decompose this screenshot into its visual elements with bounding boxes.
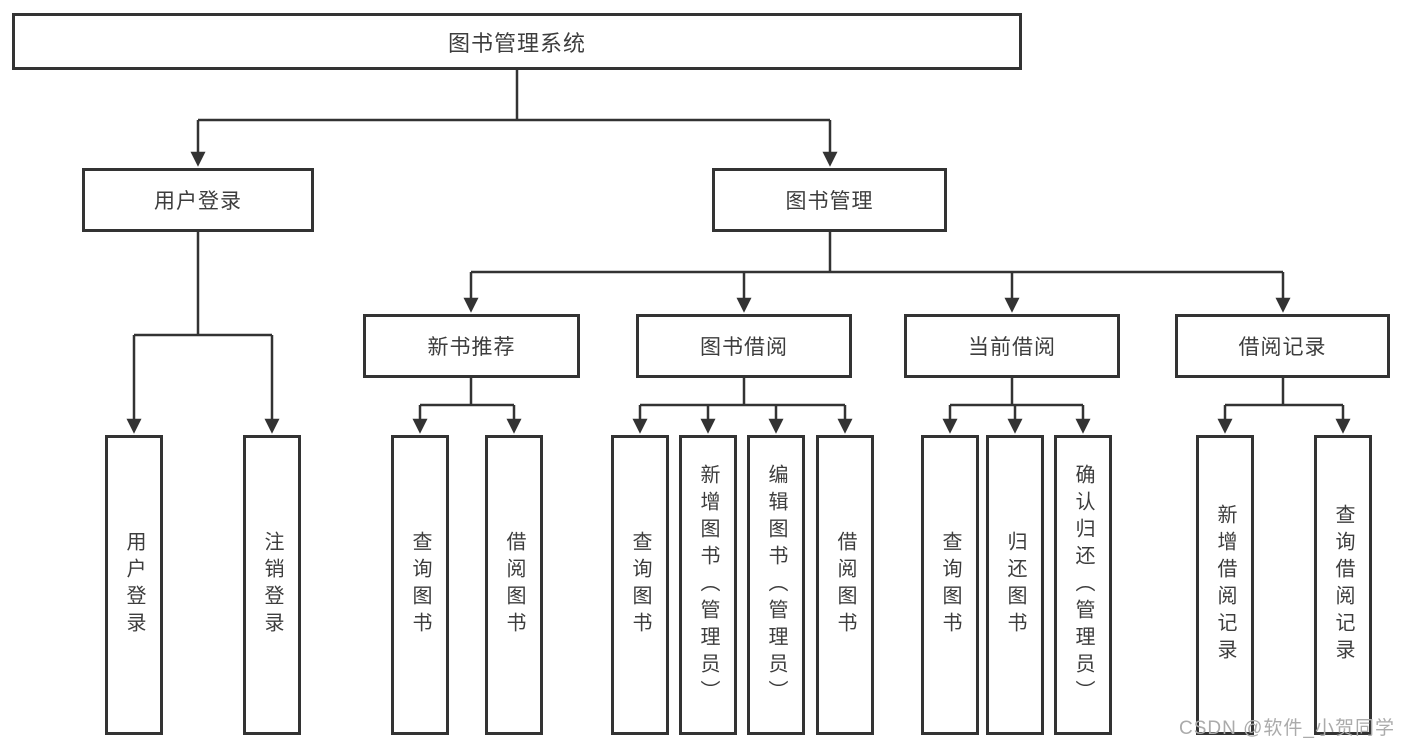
csdn-watermark: CSDN @软件_小贺同学 <box>1179 718 1395 739</box>
node-current-borrow-label: 当前借阅 <box>968 336 1056 359</box>
leaf-bb-borrow-books: 借阅图书 <box>816 435 874 735</box>
leaf-bb-edit-books-admin-label: 编辑图书（管理员） <box>765 463 787 707</box>
leaf-logout-label: 注销登录 <box>261 531 283 639</box>
leaf-logout: 注销登录 <box>243 435 301 735</box>
node-borrow-records-label: 借阅记录 <box>1238 336 1327 359</box>
node-borrow-records: 借阅记录 <box>1175 314 1390 378</box>
node-new-book-recommend-label: 新书推荐 <box>427 336 516 359</box>
node-current-borrow: 当前借阅 <box>904 314 1120 378</box>
leaf-nb-query-books-label: 查询图书 <box>409 531 431 639</box>
node-root-label: 图书管理系统 <box>447 30 586 56</box>
leaf-br-query-record-label: 查询借阅记录 <box>1332 504 1354 666</box>
leaf-cb-query-books: 查询图书 <box>921 435 979 735</box>
node-root: 图书管理系统 <box>12 13 1022 70</box>
leaf-cb-query-books-label: 查询图书 <box>939 531 961 639</box>
leaf-bb-add-books-admin: 新增图书（管理员） <box>679 435 737 735</box>
leaf-bb-query-books-label: 查询图书 <box>629 531 651 639</box>
leaf-br-query-record: 查询借阅记录 <box>1314 435 1372 735</box>
leaf-bb-add-books-admin-label: 新增图书（管理员） <box>697 463 719 707</box>
leaf-nb-query-books: 查询图书 <box>391 435 449 735</box>
node-new-book-recommend: 新书推荐 <box>363 314 580 378</box>
node-book-borrow-label: 图书借阅 <box>700 336 788 359</box>
leaf-nb-borrow-books: 借阅图书 <box>485 435 543 735</box>
leaf-br-add-record-label: 新增借阅记录 <box>1214 504 1236 666</box>
node-user-login: 用户登录 <box>82 168 314 232</box>
leaf-user-login-label: 用户登录 <box>123 531 145 639</box>
node-book-mgmt-label: 图书管理 <box>785 190 874 213</box>
leaf-user-login: 用户登录 <box>105 435 163 735</box>
node-book-borrow: 图书借阅 <box>636 314 852 378</box>
leaf-bb-query-books: 查询图书 <box>611 435 669 735</box>
leaf-bb-borrow-books-label: 借阅图书 <box>834 531 856 639</box>
node-book-mgmt: 图书管理 <box>712 168 947 232</box>
leaf-br-add-record: 新增借阅记录 <box>1196 435 1254 735</box>
leaf-cb-confirm-return-admin-label: 确认归还（管理员） <box>1072 463 1094 707</box>
leaf-bb-edit-books-admin: 编辑图书（管理员） <box>747 435 805 735</box>
leaf-nb-borrow-books-label: 借阅图书 <box>503 531 525 639</box>
leaf-cb-return-books-label: 归还图书 <box>1004 531 1026 639</box>
leaf-cb-return-books: 归还图书 <box>986 435 1044 735</box>
leaf-cb-confirm-return-admin: 确认归还（管理员） <box>1054 435 1112 735</box>
node-user-login-label: 用户登录 <box>154 190 242 213</box>
